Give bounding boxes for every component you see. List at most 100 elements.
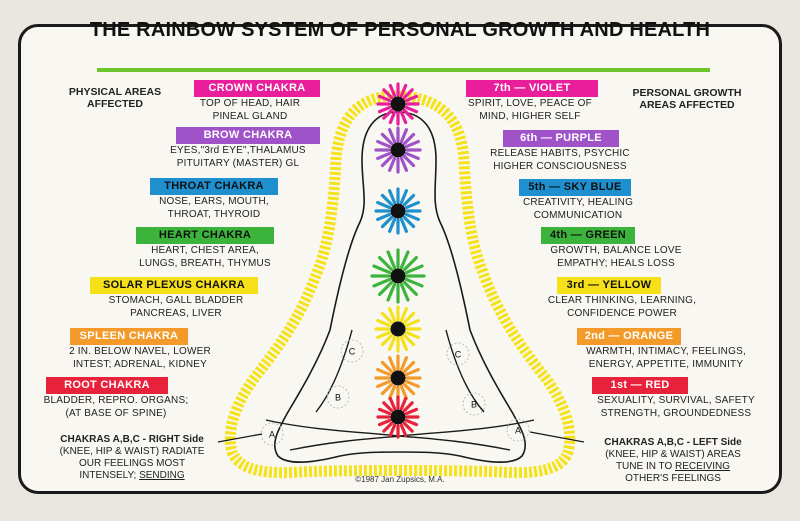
growth-line: SPIRIT, LOVE, PEACE OF [468, 98, 592, 109]
chakra-ray [376, 318, 392, 328]
chakra-label-heart-chakra: HEART CHAKRA [136, 227, 274, 244]
right-header-line-2: AREAS AFFECTED [639, 99, 735, 111]
chakra-wheel-throat-chakra [374, 187, 422, 235]
chakra-ray [404, 105, 419, 114]
footer-left-line-2: OUR FEELINGS MOST [78, 458, 186, 469]
chakra-ray [388, 110, 397, 125]
growth-line: CLEAR THINKING, LEARNING, [547, 295, 697, 306]
physical-line: 2 IN. BELOW NAVEL, LOWER [69, 346, 211, 357]
right-header: PERSONAL GROWTH AREAS AFFECTED [612, 87, 762, 111]
chakra-ray [402, 333, 416, 347]
chakra-ray [376, 367, 392, 377]
chakra-ray [402, 108, 414, 120]
chakra-ray [399, 110, 408, 125]
body-outline [273, 111, 527, 463]
chakra-center-dot [390, 268, 406, 284]
aura-glow [224, 90, 576, 479]
chakra-wheel-spleen-chakra [374, 354, 422, 402]
marker-letter: A [269, 430, 275, 440]
chakra-ray [404, 94, 419, 103]
left-header-line-1: PHYSICAL AREAS [68, 86, 162, 98]
chakra-ray [404, 367, 420, 377]
physical-line: STOMACH, GALL BLADDER [108, 295, 244, 306]
chakra-ray [377, 105, 392, 114]
chakra-ray [399, 384, 409, 400]
chakra-wheel-brow-chakra [374, 126, 422, 174]
chakra-label-throat-chakra: THROAT CHAKRA [150, 178, 278, 195]
chakra-ray [377, 407, 392, 416]
chakra-ray [380, 132, 394, 146]
footer-right-tune-prefix: TUNE IN TO [615, 461, 676, 472]
chakra-ray [402, 311, 416, 325]
chakra-ray [402, 401, 414, 413]
chakra-center-dot [390, 142, 406, 158]
chakra-ray [399, 396, 408, 411]
chakra-ray [388, 83, 397, 98]
chakra-center-dot [390, 203, 406, 219]
chakra-ray [399, 128, 409, 144]
chakra-ray [404, 330, 420, 340]
chakra-ray [387, 384, 397, 400]
chakra-wheel-solar-plexus-chakra [374, 305, 422, 353]
level-label-3: 5th — SKY BLUE [519, 179, 631, 196]
chakra-center-dot [390, 370, 406, 386]
pointer-arrow-right-side [217, 433, 263, 443]
chakra-ray [372, 277, 392, 288]
chakra-ray [382, 88, 394, 100]
marker-letter: B [335, 393, 341, 403]
physical-line: TOP OF HEAD, HAIR [199, 98, 301, 109]
marker-b-left-side: B [462, 392, 486, 416]
chakra-ray [380, 193, 394, 207]
chakra-ray [388, 423, 397, 438]
marker-c-right-side: C [340, 339, 364, 363]
physical-line: LUNGS, BREATH, THYMUS [139, 257, 271, 269]
chakra-wheel-crown-chakra [376, 82, 420, 126]
chakra-ray [402, 421, 414, 433]
physical-line: INTEST; ADRENAL, KIDNEY [72, 358, 208, 370]
chakra-ray [386, 282, 397, 302]
growth-line: CONFIDENCE POWER [567, 307, 677, 319]
chakra-ray [382, 421, 394, 433]
chakra-ray [376, 151, 392, 161]
chakra-ray [404, 379, 420, 389]
marker-c-left-side: C [446, 342, 470, 366]
marker-a-right-side: A [260, 422, 284, 446]
marker-letter: C [349, 347, 356, 357]
physical-areas-root-chakra: BLADDER, REPRO. ORGANS;(AT BASE OF SPINE… [16, 395, 216, 420]
chakra-ray [380, 382, 394, 396]
chakra-ray [378, 280, 394, 296]
left-header: PHYSICAL AREAS AFFECTED [50, 86, 180, 110]
chakra-ray [402, 154, 416, 168]
chakra-ray [404, 151, 420, 161]
chakra-ray [380, 154, 394, 168]
copyright-notice: ©1987 Jan Zupsics, M.A. [355, 475, 445, 484]
chakra-ray [404, 407, 419, 416]
chakra-ray [404, 264, 424, 275]
chakra-ray [378, 256, 394, 272]
footer-right-side: - LEFT Side [683, 437, 742, 448]
chakra-ray [399, 282, 410, 302]
chakra-ray [399, 335, 409, 351]
chakra-ray [387, 335, 397, 351]
right-arm-outline [315, 329, 353, 413]
chakra-center-dot [390, 409, 406, 425]
chakra-ray [402, 382, 416, 396]
chakra-ray [399, 156, 409, 172]
chakra-ray [402, 132, 416, 146]
chakra-ray [387, 307, 397, 323]
chakra-ray [404, 418, 419, 427]
growth-line: RELEASE HABITS, PSYCHIC [490, 148, 630, 159]
chakra-ray [402, 360, 416, 374]
physical-areas-throat-chakra: NOSE, EARS, MOUTH,THROAT, THYROID [114, 196, 314, 221]
chakra-ray [382, 108, 394, 120]
physical-line: PANCREAS, LIVER [130, 307, 222, 319]
chakra-ray [387, 356, 397, 372]
chakra-ray [376, 379, 392, 389]
footer-left-line-1: (KNEE, HIP & WAIST) RADIATE [59, 446, 205, 457]
growth-areas-solar-plexus-chakra: CLEAR THINKING, LEARNING,CONFIDENCE POWE… [522, 295, 722, 320]
